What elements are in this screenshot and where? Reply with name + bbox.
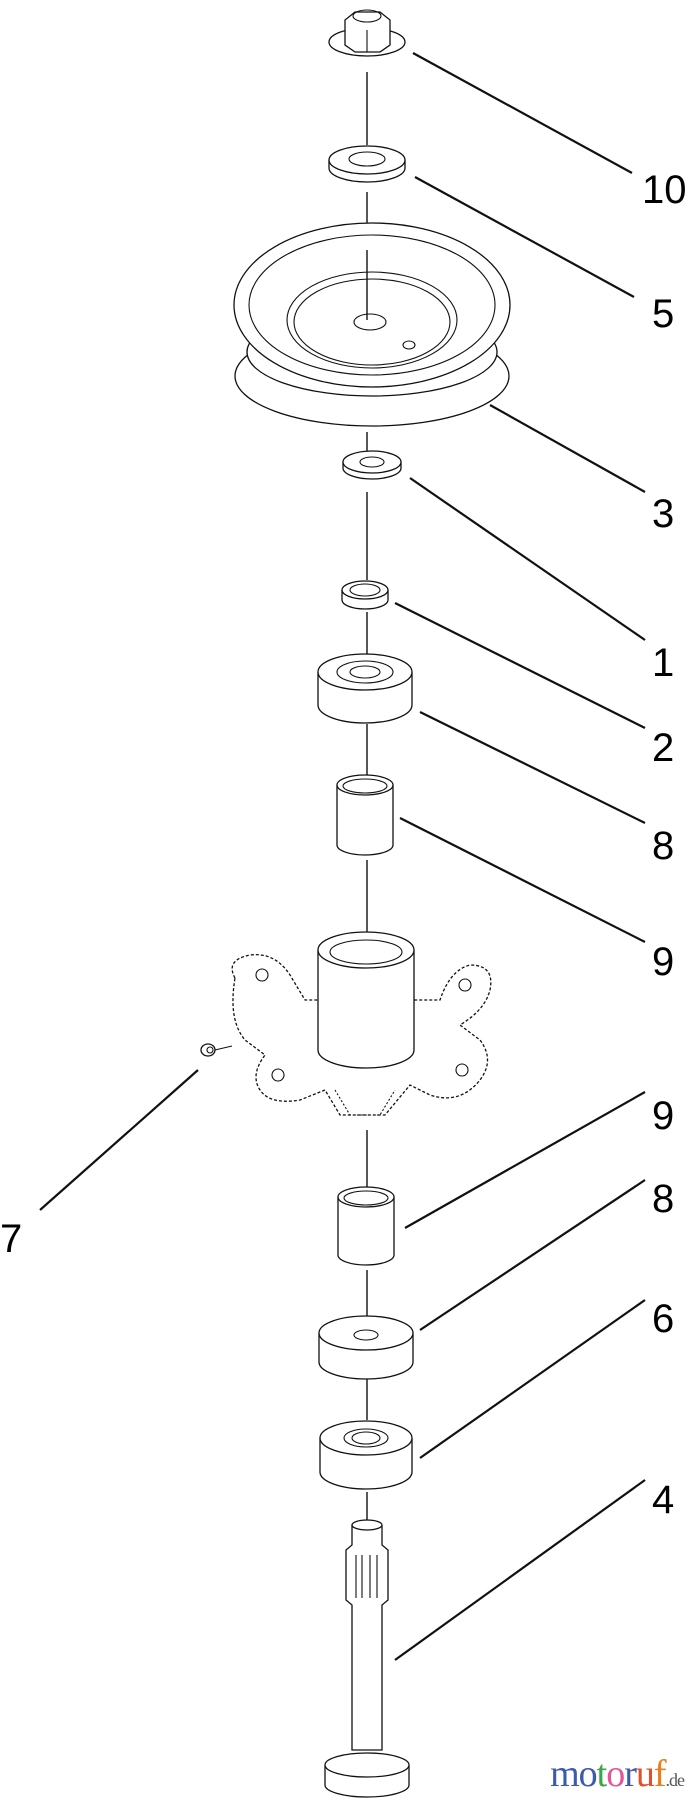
part-pulley[interactable] <box>233 222 511 427</box>
part-washer-top[interactable] <box>328 145 406 183</box>
part-bushing[interactable] <box>341 580 389 610</box>
part-bearing-seal[interactable] <box>319 1420 413 1490</box>
callout-8-lower: 8 <box>652 1177 674 1221</box>
watermark-letter: t <box>596 1753 608 1795</box>
callout-10: 10 <box>642 168 687 212</box>
callout-1: 1 <box>652 641 674 685</box>
watermark-logo: motoruf.de <box>550 1752 685 1796</box>
callout-labels: 10 5 3 1 2 8 9 9 8 6 4 7 <box>0 168 687 1522</box>
watermark-letter: u <box>635 1753 655 1795</box>
leader-lines <box>39 52 646 1661</box>
callout-3: 3 <box>652 492 674 536</box>
callout-7: 7 <box>0 1217 22 1261</box>
part-spacer-lower[interactable] <box>337 1186 395 1266</box>
watermark-letter: f <box>653 1753 667 1795</box>
watermark-letter: o <box>606 1753 625 1795</box>
watermark-letter: o <box>578 1753 598 1795</box>
part-spindle-housing[interactable] <box>231 931 492 1116</box>
part-bearing-upper[interactable] <box>317 653 413 724</box>
callout-9: 9 <box>652 940 674 984</box>
callout-4: 4 <box>652 1478 674 1522</box>
part-bearing-lower[interactable] <box>318 1315 414 1380</box>
watermark-text: motoruf <box>550 1753 667 1795</box>
part-washer[interactable] <box>342 450 402 480</box>
callout-9-lower: 9 <box>652 1094 674 1138</box>
part-grease-fitting[interactable] <box>200 1043 233 1057</box>
watermark-letter: m <box>550 1753 580 1795</box>
callout-8: 8 <box>652 824 674 868</box>
callout-6: 6 <box>652 1297 674 1341</box>
part-flange-nut[interactable] <box>328 9 406 57</box>
callout-2: 2 <box>652 726 674 770</box>
part-spacer-upper[interactable] <box>336 774 394 856</box>
part-spindle-shaft[interactable] <box>324 1519 410 1798</box>
watermark-suffix: .de <box>665 1770 685 1790</box>
callout-5: 5 <box>652 292 674 336</box>
watermark-letter: r <box>624 1753 637 1795</box>
